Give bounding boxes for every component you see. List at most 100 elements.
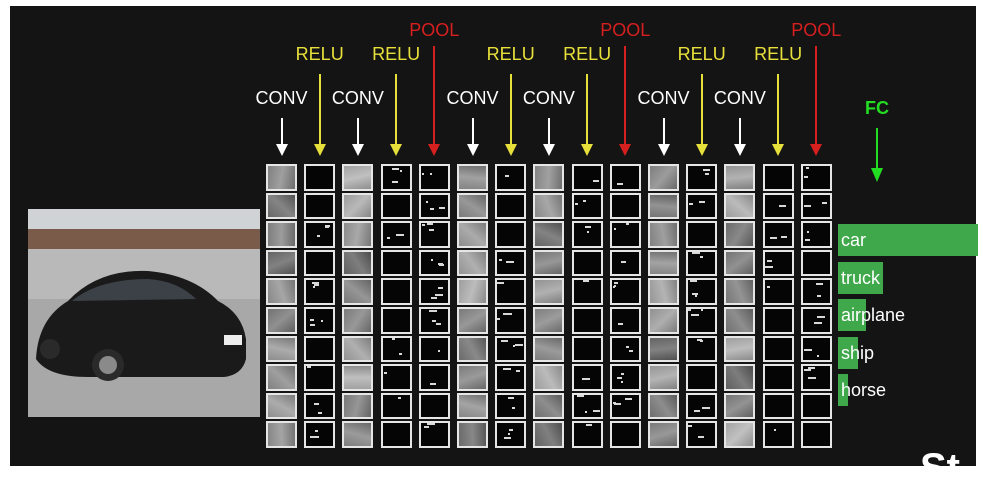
activation-spot — [618, 323, 623, 325]
activation-spot — [384, 372, 387, 374]
layer-label-conv: CONV — [637, 88, 689, 109]
activation-map — [610, 221, 641, 248]
activation-spot — [822, 202, 827, 204]
layer-label-conv: CONV — [446, 88, 498, 109]
activation-map — [342, 164, 373, 191]
down-arrow-icon — [694, 74, 710, 156]
activation-map — [533, 307, 564, 334]
activation-map — [801, 307, 832, 334]
input-car-image — [28, 209, 260, 417]
layer-label-relu: RELU — [754, 44, 802, 65]
activation-spot — [400, 170, 402, 172]
activation-spot — [779, 205, 786, 207]
activation-spot — [617, 377, 622, 379]
activation-map — [763, 278, 794, 305]
activation-map — [686, 221, 717, 248]
activation-spot — [436, 323, 441, 325]
layer-label-relu: RELU — [372, 44, 420, 65]
activation-spot — [311, 436, 319, 438]
activation-map — [648, 336, 679, 363]
activation-map — [342, 221, 373, 248]
layer-label-relu: RELU — [296, 44, 344, 65]
activation-spot — [499, 259, 502, 261]
activation-map — [304, 250, 335, 277]
activation-spot — [816, 283, 823, 285]
activation-spot — [435, 294, 443, 296]
activation-spot — [318, 412, 322, 414]
activation-map — [610, 393, 641, 420]
activation-spot — [700, 256, 703, 258]
activation-spot — [804, 369, 811, 371]
activation-map — [495, 421, 526, 448]
fc-label: FC — [865, 98, 889, 119]
activation-spot — [438, 350, 440, 352]
activation-spot — [765, 266, 773, 268]
activation-spot — [695, 295, 697, 297]
activation-spot — [424, 426, 429, 428]
activation-map — [686, 364, 717, 391]
activation-map — [304, 336, 335, 363]
activation-map — [342, 421, 373, 448]
activation-map — [266, 278, 297, 305]
activation-map — [266, 393, 297, 420]
activation-map — [763, 364, 794, 391]
activation-map — [342, 364, 373, 391]
activation-spot — [505, 175, 509, 177]
activation-map — [533, 164, 564, 191]
activation-map — [533, 193, 564, 220]
down-arrow-icon — [465, 118, 481, 156]
down-arrow-icon — [617, 46, 633, 156]
activation-spot — [504, 437, 511, 439]
activation-map — [457, 278, 488, 305]
activation-map — [419, 364, 450, 391]
activation-map — [266, 336, 297, 363]
activation-map — [342, 336, 373, 363]
activation-spot — [497, 282, 504, 284]
activation-map — [457, 364, 488, 391]
activation-spot — [503, 368, 511, 370]
activation-map — [610, 164, 641, 191]
activation-map — [495, 164, 526, 191]
activation-map — [533, 250, 564, 277]
layer-label-conv: CONV — [255, 88, 307, 109]
activation-map — [686, 307, 717, 334]
down-arrow-icon — [770, 74, 786, 156]
activation-map — [304, 393, 335, 420]
activation-map — [724, 278, 755, 305]
activation-map — [304, 278, 335, 305]
activation-spot — [701, 309, 703, 311]
activation-map — [801, 164, 832, 191]
activation-map — [648, 421, 679, 448]
activation-spot — [689, 203, 693, 205]
activation-spot — [516, 370, 520, 372]
activation-map — [763, 421, 794, 448]
activation-spot — [617, 183, 623, 185]
activation-map — [266, 307, 297, 334]
activation-spot — [585, 226, 591, 228]
activation-map — [381, 336, 412, 363]
activation-map — [419, 421, 450, 448]
activation-spot — [767, 286, 770, 288]
layer-label-conv: CONV — [523, 88, 575, 109]
activation-spot — [506, 313, 512, 315]
activation-map — [419, 307, 450, 334]
activation-spot — [705, 173, 709, 175]
activation-map — [419, 164, 450, 191]
activation-spot — [429, 310, 437, 312]
activation-map — [801, 336, 832, 363]
activation-map — [266, 164, 297, 191]
activation-spot — [629, 350, 633, 352]
activation-map — [648, 393, 679, 420]
activation-map — [610, 250, 641, 277]
activation-map — [648, 221, 679, 248]
activation-map — [533, 364, 564, 391]
activation-map — [457, 421, 488, 448]
activation-map — [724, 193, 755, 220]
activation-spot — [439, 207, 445, 209]
activation-map — [763, 336, 794, 363]
down-arrow-icon — [388, 74, 404, 156]
activation-spot — [690, 280, 697, 282]
activation-map — [533, 421, 564, 448]
activation-spot — [506, 261, 514, 263]
activation-map — [342, 278, 373, 305]
